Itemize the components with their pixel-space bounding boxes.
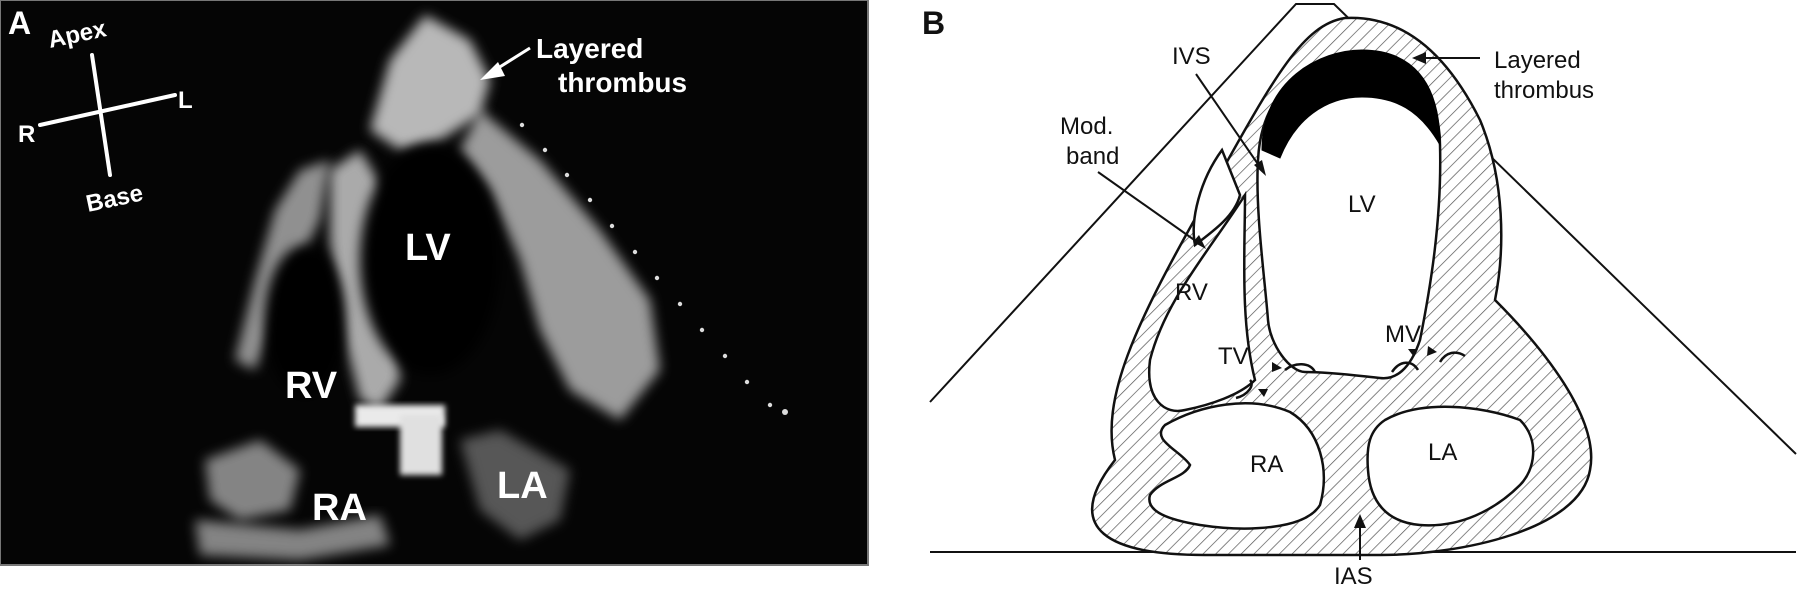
panel-b: B (922, 3, 1797, 590)
echo-lv-cavity (360, 145, 500, 375)
echo-label-la: LA (497, 465, 548, 507)
label-mod-band-line1: Mod. (1060, 113, 1113, 140)
echo-valve-echo (400, 415, 442, 475)
echo-thrombus-label-line2: thrombus (558, 67, 687, 98)
echo-thrombus-arrow (480, 46, 531, 80)
orientation-right: R (18, 121, 35, 148)
label-tv: TV (1218, 343, 1249, 370)
panel-b-letter: B (922, 5, 945, 41)
orientation-marker (38, 53, 177, 177)
echo-floor (195, 515, 390, 560)
ias-label-backdrop (1318, 560, 1402, 590)
echo-ra-wall (205, 440, 300, 520)
tricuspid-leaflet (1235, 379, 1253, 400)
tricuspid-septal-leaflet (1284, 363, 1317, 373)
echo-rv-cavity (265, 245, 345, 395)
panel-a: A Apex Base R L Layered thrombus LV RV R… (0, 0, 869, 566)
echo-thrombus-label-line1: Layered (536, 33, 643, 64)
sector-outline (929, 3, 1797, 455)
echo-apex-region (370, 15, 490, 150)
echo-label-ra: RA (312, 487, 367, 529)
label-mv: MV (1385, 321, 1421, 348)
depth-markers (519, 122, 788, 415)
label-ias: IAS (1334, 563, 1373, 590)
mitral-posterior-leaflet (1438, 351, 1466, 363)
mod-band-arrowhead (1193, 235, 1206, 249)
label-rv: RV (1175, 279, 1208, 306)
mitral-anterior-leaflet (1390, 361, 1420, 373)
tv-arrowhead-right (1272, 362, 1282, 372)
layered-thrombus (1261, 49, 1441, 159)
echo-image (195, 15, 788, 560)
echo-label-rv: RV (285, 365, 338, 407)
orientation-left: L (178, 87, 193, 114)
mv-arrowhead-left (1408, 349, 1418, 357)
label-thrombus-line2: thrombus (1494, 77, 1594, 104)
leader-arrowheads (1193, 52, 1437, 528)
label-mod-band-line2: band (1066, 143, 1119, 170)
label-thrombus-line1: Layered (1494, 47, 1581, 74)
ivs-leader (1195, 73, 1263, 171)
mv-arrowhead-right (1427, 346, 1437, 356)
ra-cavity (1148, 402, 1325, 530)
tv-arrowhead-left (1258, 389, 1268, 397)
echo-la-wall (460, 430, 570, 540)
label-lv: LV (1348, 191, 1376, 218)
ivs-arrowhead (1254, 160, 1266, 176)
ias-arrowhead (1354, 514, 1366, 528)
rv-cavity (1147, 190, 1257, 413)
rv-apex-pocket (1192, 147, 1242, 248)
panel-a-letter: A (8, 5, 31, 41)
label-ivs: IVS (1172, 43, 1211, 70)
la-cavity (1366, 405, 1535, 527)
orientation-vertical-axis (90, 53, 112, 177)
echo-lateral-wall (460, 110, 660, 420)
leader-lines (1097, 57, 1480, 575)
echo-label-lv: LV (405, 227, 451, 269)
schematic-labels: IVS Mod. band Layered thrombus LV RV TV … (1060, 43, 1594, 478)
orientation-horizontal-axis (38, 93, 177, 127)
mod-band-leader (1097, 171, 1201, 245)
label-ra: RA (1250, 451, 1283, 478)
label-la: LA (1428, 439, 1457, 466)
thrombus-arrowhead (1412, 52, 1426, 64)
